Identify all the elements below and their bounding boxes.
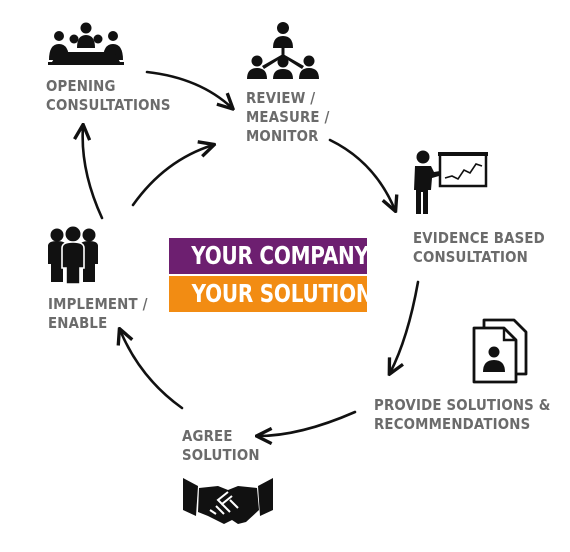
presenter-chart-icon [414,150,488,214]
org-chart-icon [247,22,319,79]
stage-evidence-based-consultation: EVIDENCE BASED CONSULTATION [413,229,545,267]
center-banner-solution-text: YOUR SOLUTION [191,279,367,308]
arrow-agree-to-implement [120,330,184,410]
stage-agree-line-2: SOLUTION [182,446,260,464]
handshake-icon [183,478,273,524]
meeting-table-icon [48,22,124,65]
arrow-provide-to-agree [258,410,357,436]
stage-review-line-2: MEASURE / [246,108,330,126]
center-banner-solution: YOUR SOLUTION [169,276,367,312]
stage-evidence-line-1: EVIDENCE BASED [413,229,545,247]
arrow-implement-to-review [131,145,213,207]
arrow-review-to-evidence [328,138,395,210]
stage-provide-line-1: PROVIDE SOLUTIONS & [374,396,551,414]
stage-implement-line-1: IMPLEMENT / [48,295,148,313]
stage-implement-line-2: ENABLE [48,314,108,332]
center-banner-company-text: YOUR COMPANY [191,241,367,270]
center-banner-company: YOUR COMPANY [169,238,367,274]
documents-icon [472,318,528,384]
stage-implement-enable: IMPLEMENT / ENABLE [48,295,148,333]
stage-opening-consultations: OPENING CONSULTATIONS [46,77,171,115]
arrow-evidence-to-provide [390,280,420,373]
stage-provide-line-2: RECOMMENDATIONS [374,415,531,433]
stage-review-line-1: REVIEW / [246,89,316,107]
stage-review-measure-monitor: REVIEW / MEASURE / MONITOR [246,89,330,146]
stage-opening-line-1: OPENING [46,77,116,95]
stage-agree-line-1: AGREE [182,427,233,445]
arrow-opening-to-review [145,70,232,108]
team-group-icon [48,226,98,284]
stage-review-line-3: MONITOR [246,127,319,145]
stage-agree-solution: AGREE SOLUTION [182,427,260,465]
arrow-implement-to-opening [83,126,104,220]
stage-opening-line-2: CONSULTATIONS [46,96,171,114]
stage-provide-solutions: PROVIDE SOLUTIONS & RECOMMENDATIONS [374,396,551,434]
stage-evidence-line-2: CONSULTATION [413,248,528,266]
